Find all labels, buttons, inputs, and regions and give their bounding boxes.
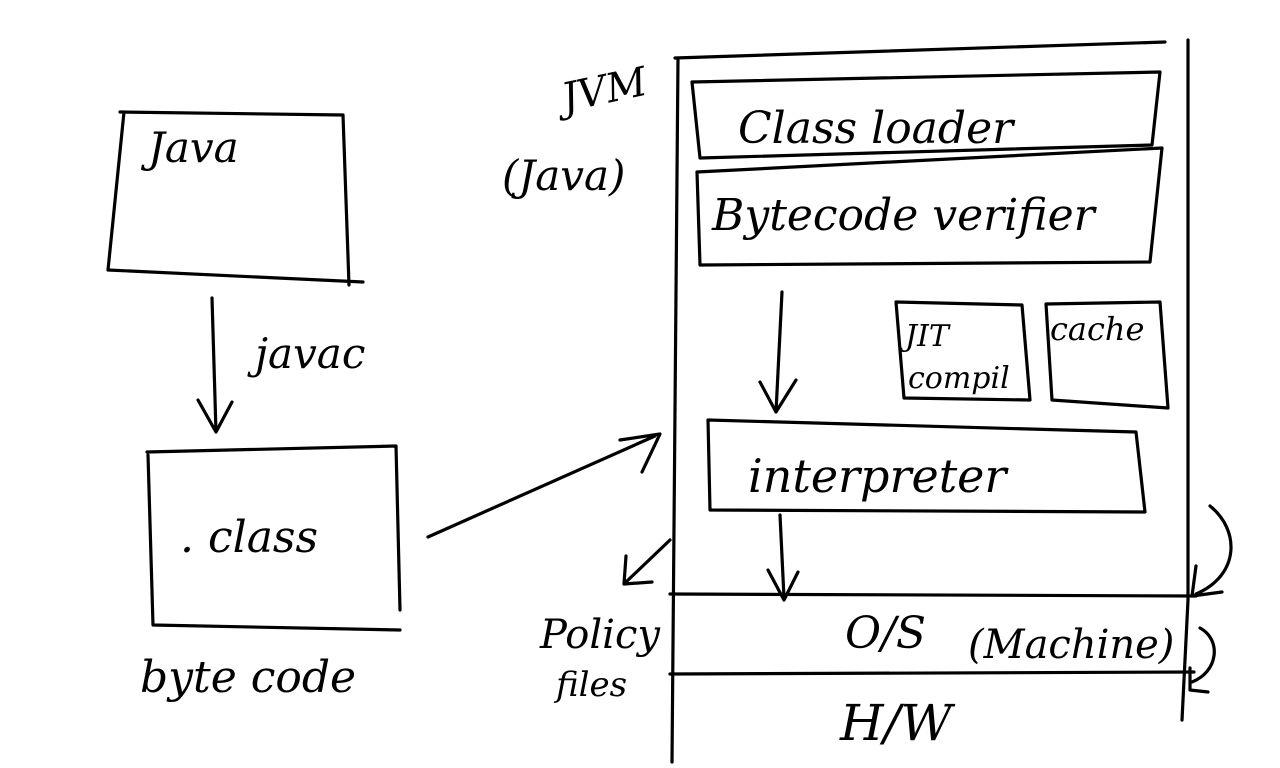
right-curved-arrow-lower [1188, 626, 1216, 694]
hw-label: H/W [839, 694, 955, 752]
bytecode-verifier-label: Bytecode verifier [711, 190, 1098, 241]
jvm-label: JVM [551, 59, 652, 124]
policy-files-line2: files [553, 665, 627, 705]
java-label: Java [140, 123, 239, 172]
class-to-jvm-arrow [426, 432, 662, 539]
interpreter-to-os-arrow [766, 513, 800, 602]
class-loader-label: Class loader [738, 103, 1016, 154]
javac-arrow [196, 296, 234, 434]
policy-files-line1: Policy [539, 612, 661, 658]
jvm-java-label: (Java) [502, 151, 625, 200]
os-layer [668, 592, 1198, 676]
policy-files-arrow [622, 538, 672, 586]
verifier-to-interpreter-arrow [758, 290, 798, 414]
machine-label: (Machine) [968, 622, 1174, 668]
interpreter-label: interpreter [748, 449, 1009, 503]
class-file-box [145, 444, 402, 632]
jit-label-line1: JIT [899, 319, 951, 354]
class-loader-box [690, 70, 1162, 160]
javac-label: javac [247, 329, 365, 378]
right-curved-arrow-upper [1190, 504, 1233, 598]
bytecode-verifier-box [695, 146, 1164, 267]
jvm-outer-frame [670, 38, 1190, 764]
os-label: O/S [845, 608, 926, 659]
byte-code-label: byte code [140, 652, 356, 703]
interpreter-box [706, 418, 1147, 514]
jit-label-line2: compil [908, 361, 1010, 396]
cache-label: cache [1050, 310, 1144, 348]
cache-box [1044, 300, 1170, 410]
class-label: . class [180, 512, 318, 563]
jit-compiler-box [894, 300, 1032, 402]
java-source-box [106, 110, 365, 287]
